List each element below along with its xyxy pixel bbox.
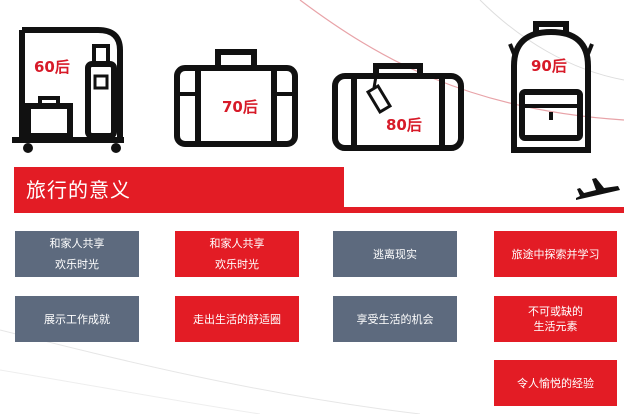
section-title: 旅行的意义	[14, 167, 344, 213]
card-line: 生活元素	[533, 320, 578, 333]
card-line: 展示工作成就	[44, 312, 110, 326]
backpack-icon	[508, 21, 594, 153]
meaning-card: 令人愉悦的经验	[494, 360, 617, 406]
meaning-card: 展示工作成就	[15, 296, 139, 342]
luggage-cart-icon	[12, 27, 124, 153]
card-line: 旅途中探索并学习	[511, 247, 600, 261]
meaning-card: 逃离现实	[333, 231, 457, 277]
meaning-card: 和家人共享 欢乐时光	[175, 231, 299, 277]
card-line: 和家人共享	[209, 237, 265, 250]
generation-label: 80后	[386, 116, 422, 134]
generation-90s: 90后	[508, 18, 594, 154]
meaning-card: 旅途中探索并学习	[494, 231, 617, 277]
card-line: 和家人共享	[49, 237, 105, 250]
card-line: 欢乐时光	[215, 258, 259, 271]
meaning-card: 和家人共享 欢乐时光	[15, 231, 139, 277]
generation-70s: 70后	[174, 46, 298, 152]
generation-label: 70后	[222, 98, 258, 116]
card-line: 走出生活的舒适圈	[193, 312, 281, 326]
generation-label: 90后	[531, 57, 567, 75]
card-line: 欢乐时光	[55, 258, 99, 271]
suitcase-icon	[174, 49, 298, 147]
airplane-icon	[576, 178, 620, 200]
generation-label: 60后	[34, 58, 70, 76]
card-line: 逃离现实	[373, 247, 417, 261]
card-line: 享受生活的机会	[356, 312, 434, 326]
card-line: 不可或缺的	[528, 305, 583, 318]
red-divider	[14, 207, 624, 213]
card-line: 令人愉悦的经验	[517, 376, 594, 390]
meaning-card: 走出生活的舒适圈	[175, 296, 299, 342]
generation-80s: 80后	[332, 62, 464, 154]
meaning-card: 不可或缺的 生活元素	[494, 296, 617, 342]
generation-60s: 60后	[8, 24, 128, 156]
travel-bag-icon	[332, 63, 464, 151]
meaning-card: 享受生活的机会	[333, 296, 457, 342]
